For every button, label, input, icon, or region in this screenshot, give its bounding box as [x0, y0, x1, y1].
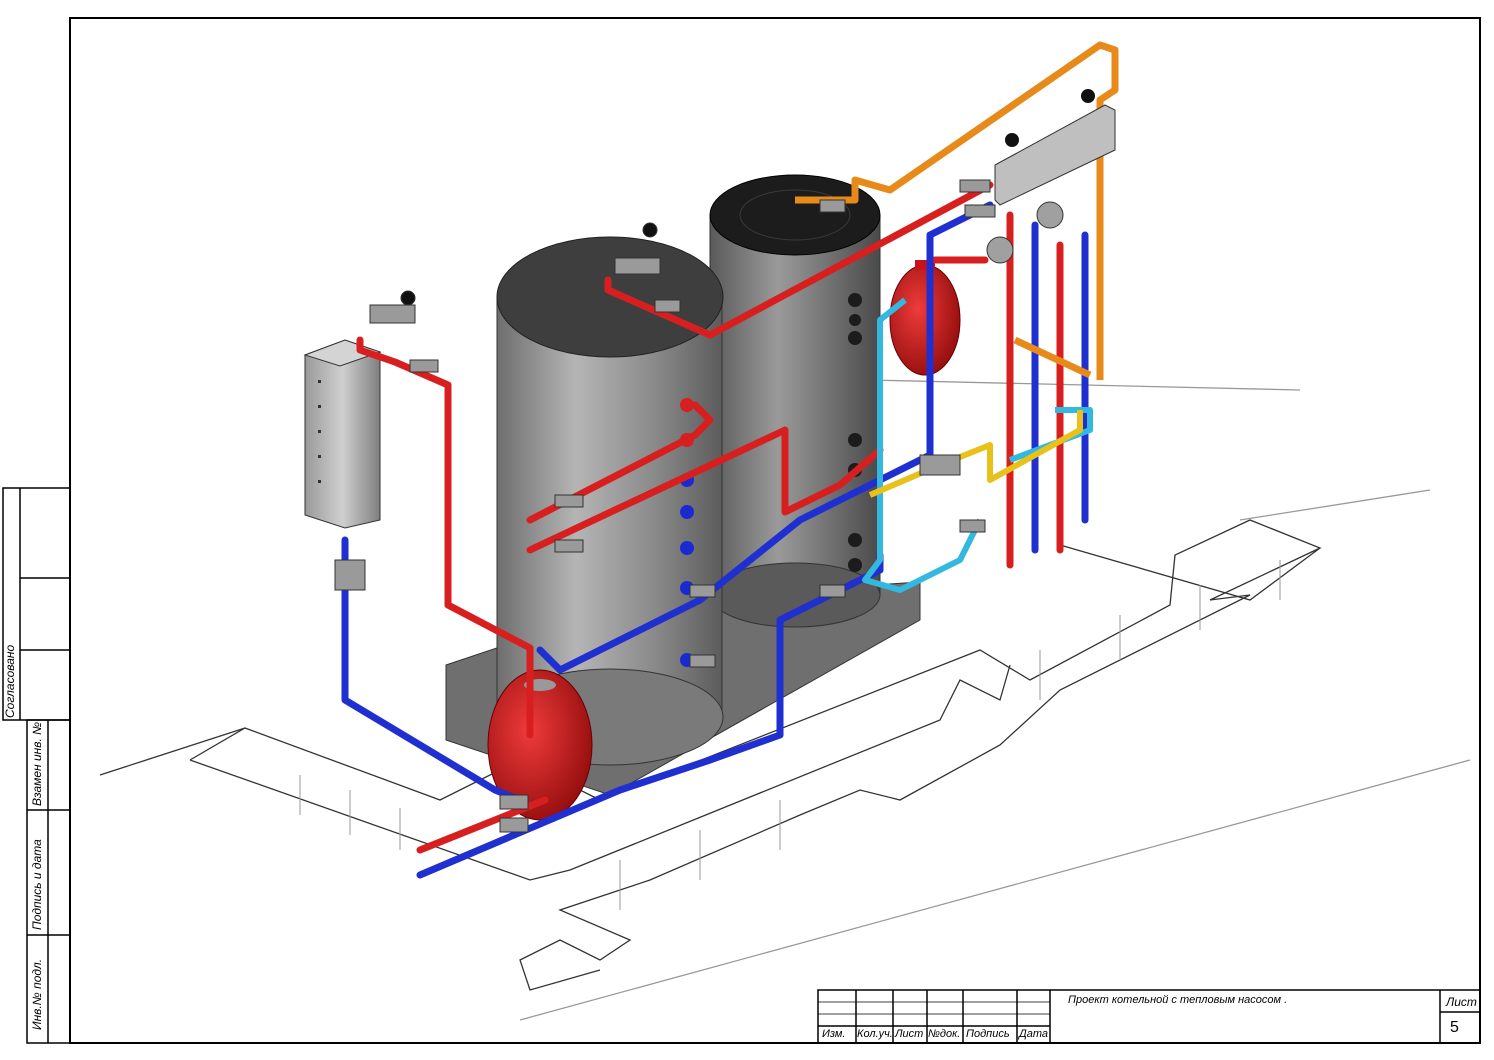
- supply-pipes-red: [356, 181, 1064, 854]
- tb-col-docnum: №док.: [928, 1028, 961, 1040]
- sheet-number: 5: [1450, 1019, 1459, 1036]
- stamp-sign-date: Подпись и дата: [30, 839, 44, 930]
- tb-col-count: Кол.уч.: [857, 1028, 893, 1040]
- tb-col-change: Изм.: [822, 1028, 846, 1040]
- title-block: [817, 989, 1481, 1044]
- expansion-vessel-small: [889, 260, 961, 376]
- heat-pump-buffer-tank: [709, 174, 881, 628]
- stamp-replaced-inv: Взамен инв. №: [30, 721, 44, 806]
- stamp-agreed: Согласовано: [3, 644, 17, 718]
- side-stamp-block: [2, 487, 71, 1044]
- valves-fittings: [334, 179, 996, 833]
- drawing-title: Проект котельной с тепловым насосом .: [1068, 994, 1288, 1006]
- tb-col-signature: Подпись: [966, 1028, 1010, 1040]
- sheet-label: Лист: [1446, 995, 1477, 1009]
- tb-col-sheet: Лист: [895, 1028, 924, 1040]
- stamp-inv-orig: Инв.№ подл.: [30, 958, 44, 1030]
- tb-col-date: Дата: [1019, 1028, 1049, 1040]
- floor-hatch: [299, 560, 1281, 910]
- return-pipes-blue: [341, 201, 1089, 879]
- electric-boiler: [303, 339, 382, 529]
- manifold-collector: [986, 89, 1116, 264]
- heat-pump-pipes-orange: [795, 41, 1119, 380]
- yellow-pipes: [868, 410, 1083, 498]
